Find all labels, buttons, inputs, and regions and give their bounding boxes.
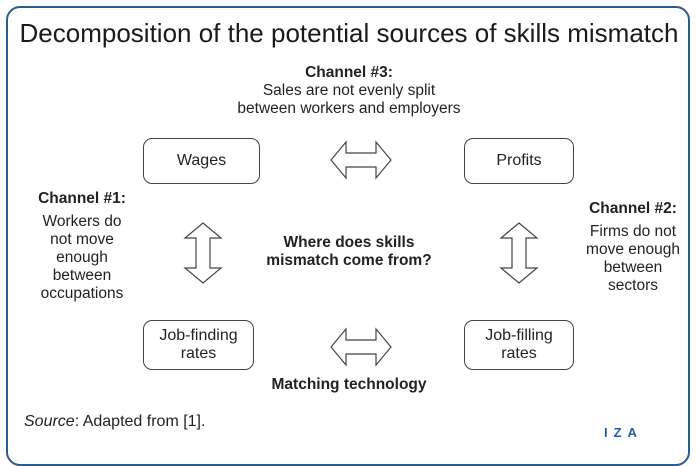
job-filling-box: Job-filling rates <box>464 320 574 370</box>
channel-2-heading: Channel #2: <box>589 200 677 217</box>
channel-2-label: Channel #2: Firms do not move enough bet… <box>574 200 692 295</box>
center-line-2: mismatch come from? <box>266 252 432 269</box>
center-question: Where does skills mismatch come from? <box>249 234 449 270</box>
channel-3-heading: Channel #3: <box>305 64 393 81</box>
profits-label: Profits <box>496 152 542 169</box>
channel-1-label: Channel #1: Workers do not move enough b… <box>26 190 138 303</box>
channel-1-line-1: Workers do <box>42 213 122 230</box>
channel-3-line-2: between workers and employers <box>237 100 461 117</box>
channel-3-label: Channel #3: Sales are not evenly split b… <box>199 64 499 118</box>
channel-1-line-3: enough <box>56 249 108 266</box>
channel-3-line-1: Sales are not evenly split <box>262 82 436 99</box>
channel-1-line-4: between <box>52 267 112 284</box>
channel-2-line-3: between <box>603 259 663 276</box>
channel-1-heading: Channel #1: <box>38 190 126 207</box>
channel-2-line-2: move enough <box>586 241 680 258</box>
bottom-double-arrow <box>330 327 392 367</box>
job-finding-box: Job-finding rates <box>143 320 254 370</box>
top-double-arrow <box>330 140 392 180</box>
wages-label: Wages <box>176 152 227 169</box>
job-finding-line-1: Job-finding <box>159 327 238 344</box>
job-filling-line-1: Job-filling <box>485 327 553 344</box>
right-double-arrow <box>499 222 539 284</box>
channel-1-line-2: not move <box>50 231 114 248</box>
channel-1-line-5: occupations <box>40 285 124 302</box>
profits-box: Profits <box>464 138 574 184</box>
iza-logo: IZA <box>604 425 643 440</box>
source-prefix: Source <box>24 413 75 430</box>
matching-technology-label: Matching technology <box>271 376 427 393</box>
wages-box: Wages <box>143 138 260 184</box>
job-filling-line-2: rates <box>501 345 537 362</box>
channel-2-line-1: Firms do not <box>589 223 677 240</box>
center-line-1: Where does skills <box>283 234 415 251</box>
diagram-title: Decomposition of the potential sources o… <box>19 18 679 48</box>
source-text: : Adapted from [1]. <box>74 413 206 430</box>
source-note: Source: Adapted from [1]. <box>24 413 205 431</box>
left-double-arrow <box>183 222 223 284</box>
channel-2-line-4: sectors <box>608 277 658 294</box>
job-finding-line-2: rates <box>180 345 217 362</box>
